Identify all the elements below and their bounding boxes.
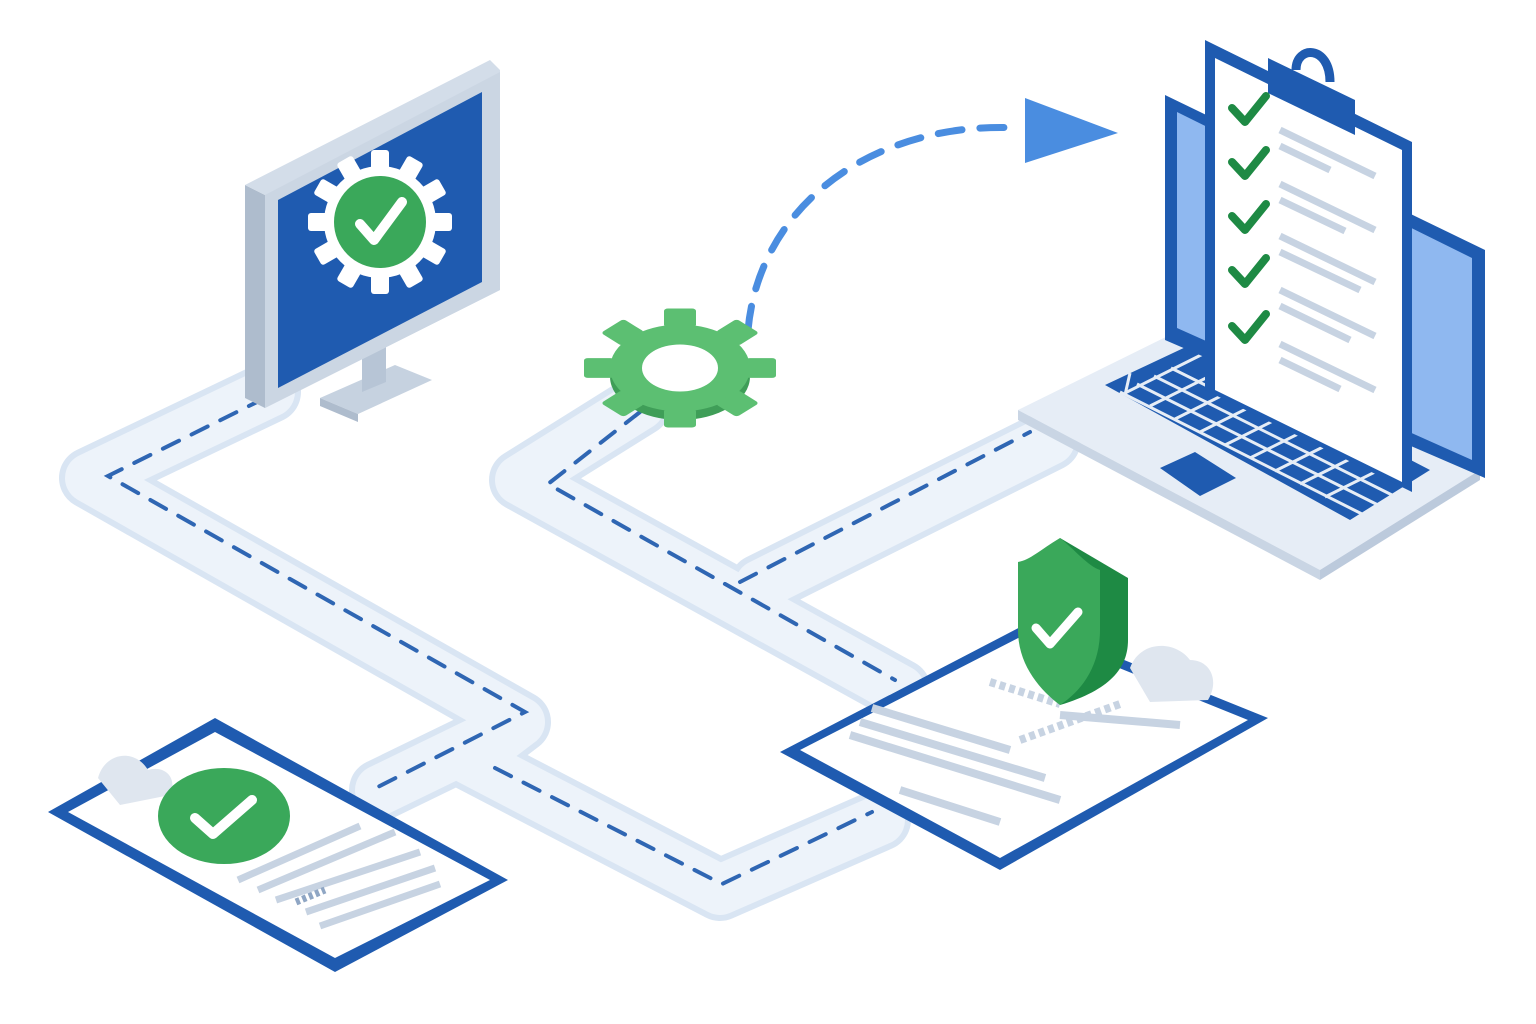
road-dash-left — [103, 396, 530, 792]
checklist-clipboard-icon — [1205, 40, 1412, 492]
document-paper — [800, 632, 1248, 858]
road-dash-bottom — [493, 766, 874, 887]
road-dash-middle — [544, 410, 897, 682]
laptop-base-edge-right — [1320, 470, 1480, 580]
monitor-stand-base-edge — [320, 398, 358, 422]
gear-icon — [584, 308, 776, 428]
approved-clipboard-icon — [48, 718, 508, 972]
shield-check — [1031, 607, 1083, 649]
monitor-with-gear-check-icon — [245, 60, 500, 422]
document-clip — [1130, 645, 1214, 702]
document-lines — [848, 678, 1181, 826]
approved-lines — [236, 822, 442, 930]
arrow-head — [1025, 98, 1118, 163]
checklist-row — [1228, 146, 1377, 235]
checklist-row — [1228, 310, 1377, 394]
monitor-frame-side — [245, 185, 265, 408]
approved-check-badge-icon — [158, 768, 290, 864]
arrow-curve — [744, 123, 1024, 334]
checklist-row — [1228, 92, 1377, 180]
document-clipboard-icon — [780, 622, 1268, 870]
laptop-touchpad — [1160, 452, 1236, 496]
laptop-base-edge — [1018, 410, 1320, 580]
approved-clip — [98, 755, 173, 805]
checklist-clip-ring — [1291, 48, 1335, 83]
checklist-clip — [1268, 58, 1355, 135]
screen-gear-icon — [308, 150, 452, 294]
shield-check-icon — [1018, 538, 1128, 705]
monitor-stand-base — [320, 365, 432, 414]
curved-dashed-arrow-icon — [744, 98, 1118, 334]
road-left-surface — [65, 367, 905, 915]
road-dash-laptop — [738, 430, 1032, 584]
shield-face — [1018, 538, 1100, 705]
checklist-row — [1228, 200, 1377, 294]
checklist-row — [1228, 254, 1377, 344]
checklist-rows — [1228, 92, 1377, 394]
screen-check-icon — [355, 197, 407, 245]
gear-hole — [642, 344, 718, 392]
road-network — [59, 361, 1081, 921]
road-middle-surface — [495, 380, 1075, 715]
